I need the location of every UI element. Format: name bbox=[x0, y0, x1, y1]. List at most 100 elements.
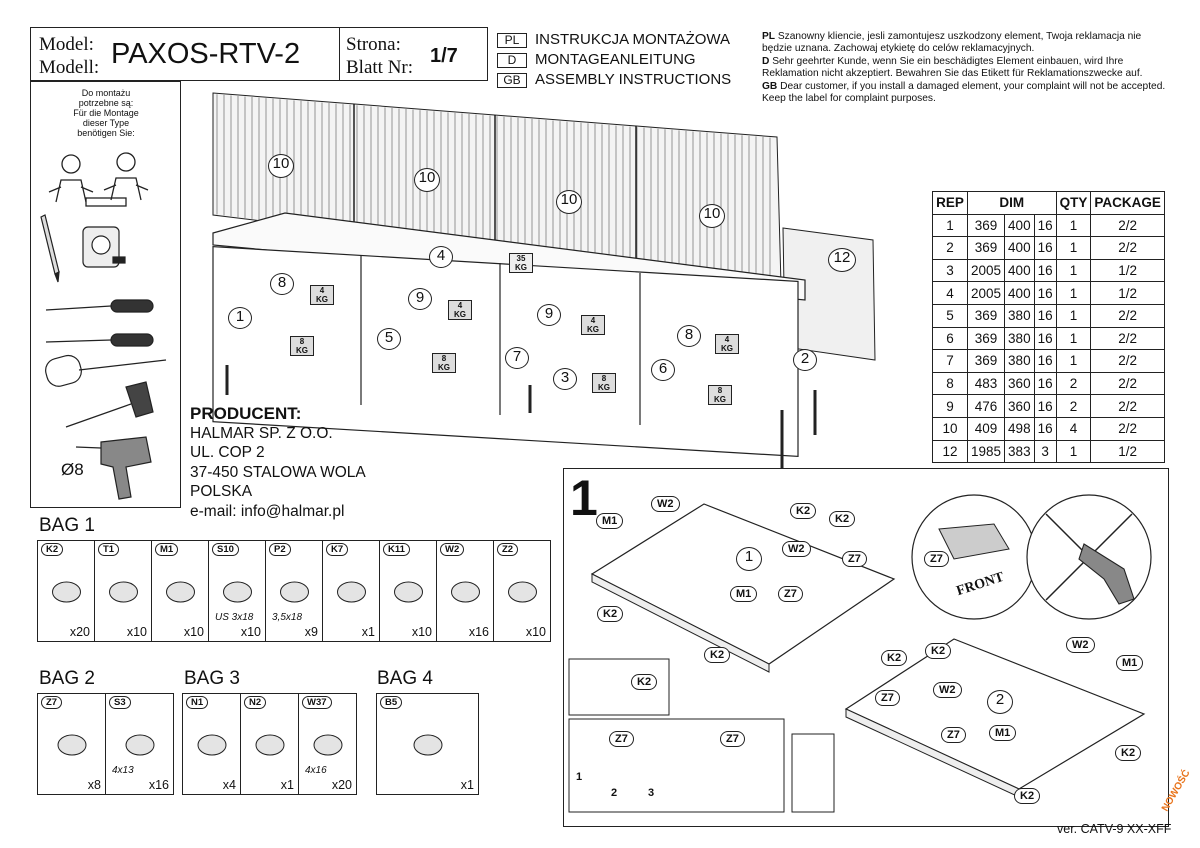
table-cell: 12 bbox=[932, 439, 968, 464]
dowel-detail-box bbox=[568, 658, 670, 716]
table-cell: 2 bbox=[1055, 371, 1092, 396]
weight-label: 8 KG bbox=[432, 353, 456, 373]
table-cell: 2/2 bbox=[1090, 349, 1165, 373]
weight-label: 4 KG bbox=[715, 334, 739, 354]
table-cell: 1/2 bbox=[1090, 258, 1165, 283]
tag-z7: Z7 bbox=[875, 690, 900, 706]
table-cell: 369 bbox=[966, 303, 1006, 328]
furniture-drawing bbox=[212, 92, 876, 468]
table-cell: 3 bbox=[1033, 439, 1057, 464]
table-cell: 369 bbox=[966, 213, 1006, 238]
part-quantity: x9 bbox=[304, 625, 318, 639]
lang-title: INSTRUKCJA MONTAŻOWA bbox=[535, 31, 730, 48]
detail-step-1: 1 bbox=[576, 771, 583, 783]
table-cell: 2/2 bbox=[1090, 416, 1165, 441]
tools-illustration bbox=[40, 152, 167, 500]
table-header-row: REP DIM QTY PACKAGE bbox=[932, 191, 1165, 215]
table-cell: 5 bbox=[932, 303, 968, 328]
bag-4-title: BAG 4 bbox=[377, 668, 433, 689]
table-cell: 1 bbox=[1055, 439, 1092, 464]
table-cell: 476 bbox=[966, 394, 1006, 418]
hardware-icon bbox=[166, 581, 195, 603]
table-cell: 1985 bbox=[966, 439, 1006, 464]
tag-k2: K2 bbox=[1014, 788, 1041, 804]
table-cell: 4 bbox=[932, 281, 968, 305]
page-label-de: Blatt Nr: bbox=[346, 57, 414, 78]
model-label-pl: Model: bbox=[39, 34, 94, 55]
table-cell: 1 bbox=[1055, 258, 1092, 283]
part-quantity: x10 bbox=[240, 625, 261, 639]
notice-d: D Sehr geehrter Kunde, wenn Sie ein besc… bbox=[762, 55, 1143, 80]
hardware-icon bbox=[313, 734, 343, 756]
col-rep: REP bbox=[932, 191, 968, 215]
hardware-icon bbox=[197, 734, 227, 756]
table-cell: 498 bbox=[1004, 416, 1035, 441]
bag-1-title: BAG 1 bbox=[39, 515, 95, 536]
table-cell: 3 bbox=[932, 258, 968, 283]
lang-code: PL bbox=[497, 33, 527, 48]
part-number-1: 1 bbox=[228, 307, 252, 329]
tag-z7: Z7 bbox=[778, 586, 803, 602]
part-code: W37 bbox=[302, 696, 332, 709]
table-cell: 360 bbox=[1004, 371, 1035, 396]
tag-k2: K2 bbox=[881, 650, 908, 666]
table-cell: 383 bbox=[1004, 439, 1035, 464]
table-cell: 2/2 bbox=[1090, 303, 1165, 328]
part-quantity: x10 bbox=[183, 625, 204, 639]
part-spec: US 3x18 bbox=[215, 612, 254, 623]
part-code: B5 bbox=[380, 696, 403, 709]
hinge-detail-box bbox=[568, 718, 785, 813]
lang-code: GB bbox=[497, 73, 527, 88]
producer-line: POLSKA bbox=[190, 483, 253, 500]
table-cell: 10 bbox=[932, 416, 968, 441]
part-code: K7 bbox=[326, 543, 349, 556]
part-quantity: x1 bbox=[280, 778, 294, 792]
step-1-panel: 1 1 2 W2 M1 K2 K2 W2 Z7 M1 Z7 K2 K2 Z7 F… bbox=[563, 468, 1169, 827]
part-number-9: 9 bbox=[408, 288, 432, 310]
step-1-illustration bbox=[568, 494, 1152, 813]
table-cell: 1 bbox=[1055, 303, 1092, 328]
tag-k2: K2 bbox=[925, 643, 952, 659]
cam-detail-box bbox=[791, 733, 835, 813]
tag-z7: Z7 bbox=[924, 551, 949, 567]
weight-label: 8 KG bbox=[708, 385, 732, 405]
table-cell: 2/2 bbox=[1090, 326, 1165, 351]
tag-w2: W2 bbox=[782, 541, 811, 557]
tag-m1: M1 bbox=[596, 513, 624, 529]
table-cell: 16 bbox=[1033, 213, 1057, 238]
part-box-m1: M1 x10 bbox=[151, 540, 209, 642]
table-cell: 1/2 bbox=[1090, 439, 1165, 464]
lang-code: D bbox=[497, 53, 527, 68]
hardware-icon bbox=[413, 734, 443, 756]
producer-block: PRODUCENT: HALMAR SP. Z O.O. UL. COP 2 3… bbox=[190, 404, 366, 521]
part-number-10: 10 bbox=[414, 168, 440, 192]
table-cell: 483 bbox=[966, 371, 1006, 396]
part-number-3: 3 bbox=[553, 368, 577, 390]
table-cell: 16 bbox=[1033, 281, 1057, 305]
producer-email: e-mail: info@halmar.pl bbox=[190, 502, 345, 520]
notice-gb: GB Dear customer, if you install a damag… bbox=[762, 80, 1166, 105]
part-code: S3 bbox=[109, 696, 131, 709]
hardware-icon bbox=[394, 581, 423, 603]
page-label-pl: Strona: bbox=[346, 34, 401, 55]
table-cell: 2005 bbox=[966, 281, 1006, 305]
part-code: P2 bbox=[269, 543, 291, 556]
table-cell: 4 bbox=[1055, 416, 1092, 441]
part-code: M1 bbox=[155, 543, 179, 556]
part-quantity: x20 bbox=[69, 625, 90, 639]
table-cell: 369 bbox=[966, 326, 1006, 351]
part-number-4: 4 bbox=[429, 246, 453, 268]
detail-step-3: 3 bbox=[648, 787, 655, 799]
